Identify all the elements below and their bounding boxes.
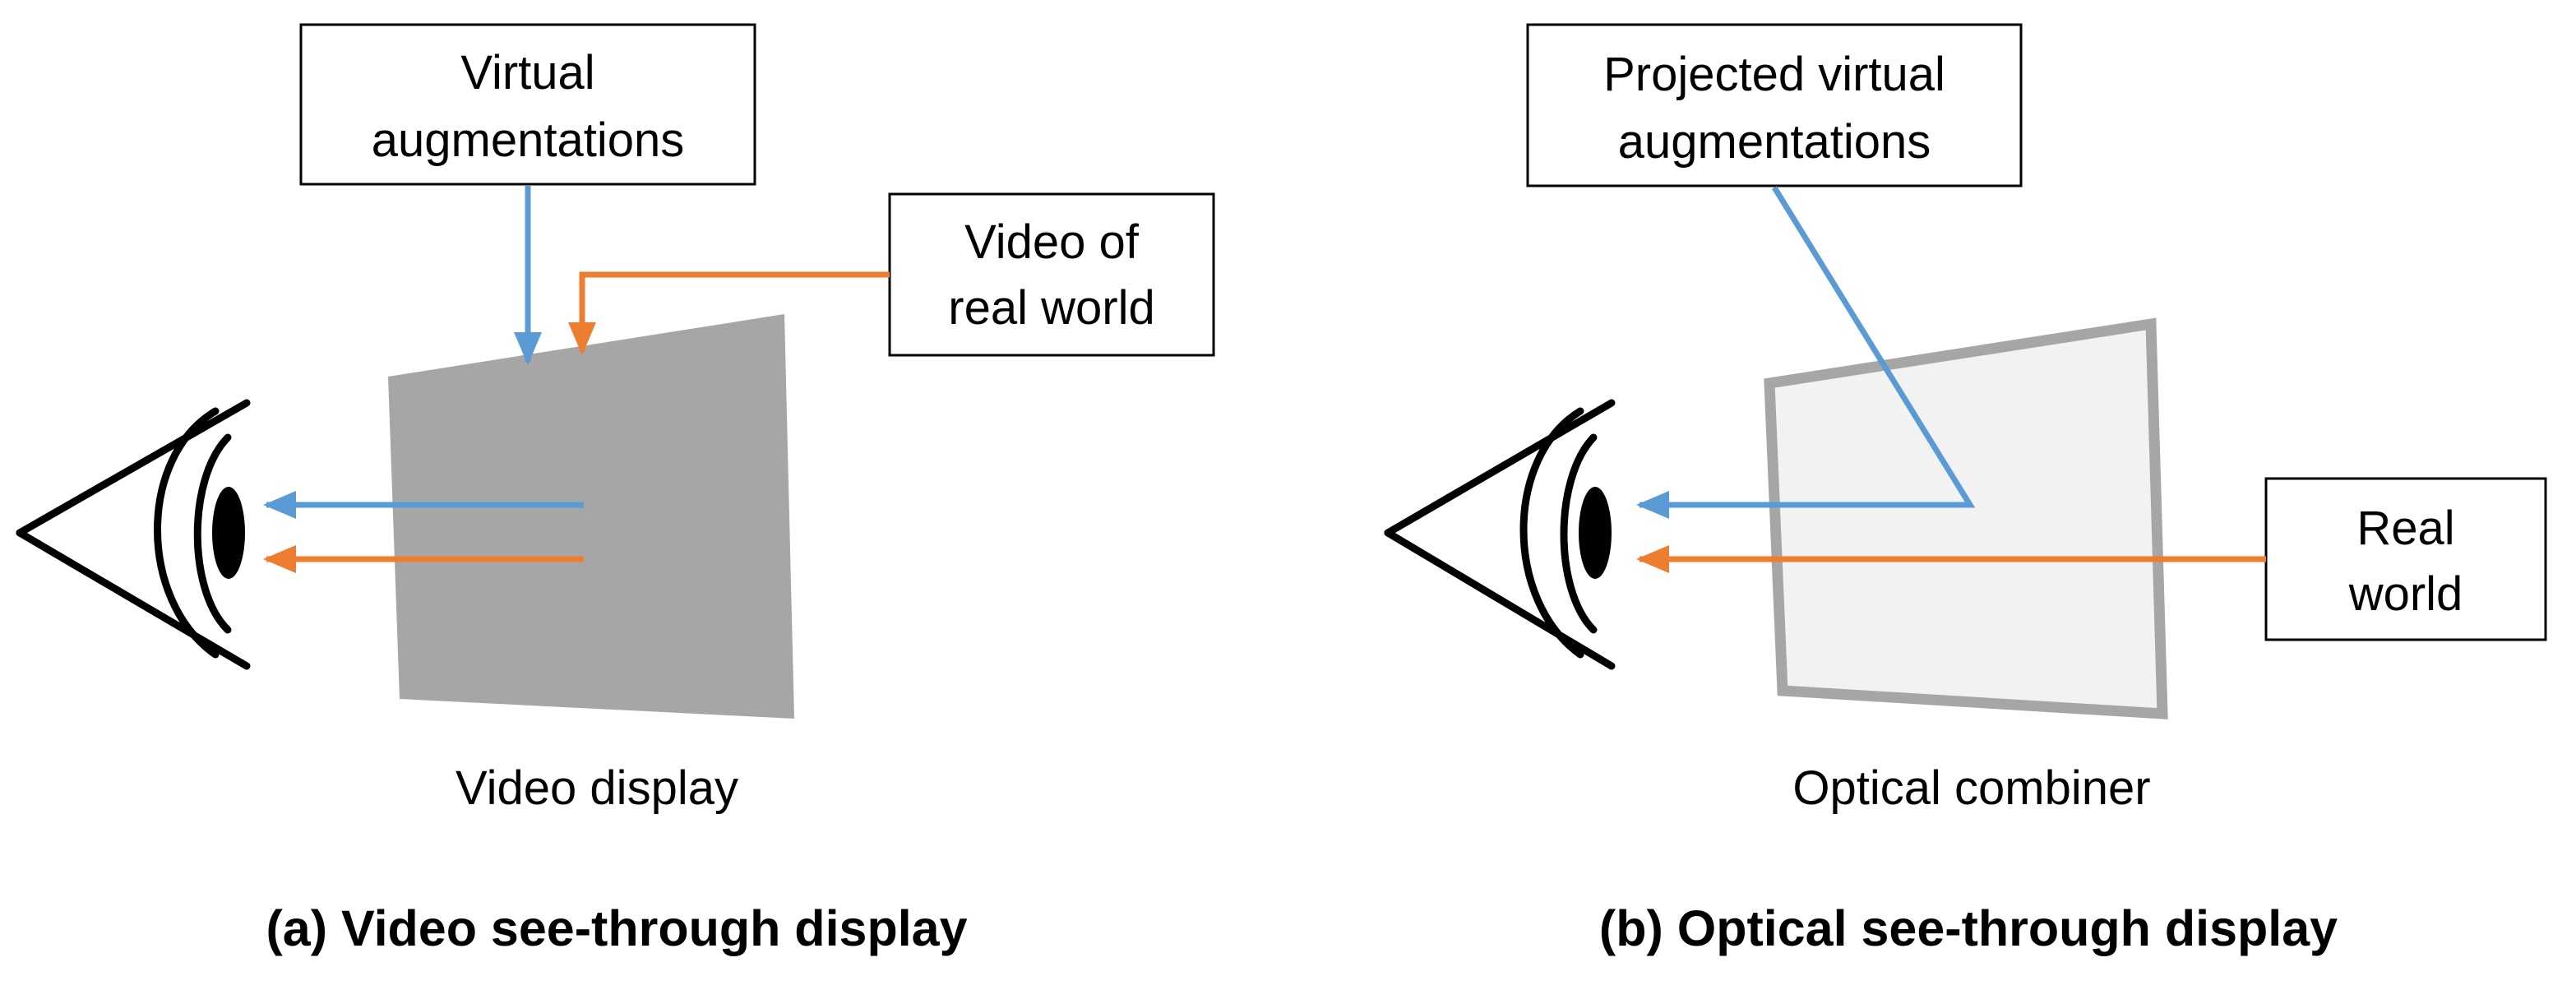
real-world-box: Real world	[2264, 477, 2547, 641]
video-of-real-world-box: Video of real world	[888, 192, 1215, 357]
real-world-line2: world	[2348, 567, 2463, 621]
eye-icon	[16, 399, 251, 670]
projected-virtual-augmentations-box: Projected virtual augmentations	[1526, 23, 2023, 187]
panel-b: Projected virtual augmentations Real wor…	[1384, 23, 2547, 956]
virtual-augmentations-line2: augmentations	[372, 113, 684, 167]
video-display-panel	[388, 314, 794, 719]
real-world-line1: Real	[2356, 502, 2454, 555]
virtual-augmentations-line1: Virtual	[460, 46, 594, 99]
video-of-real-world-line2: real world	[948, 281, 1154, 335]
projected-virtual-arrow	[1636, 186, 1976, 519]
optical-combiner-panel	[1764, 317, 2168, 719]
panel-a: Virtual augmentations Video of real worl…	[16, 23, 1215, 956]
video-display-label: Video display	[456, 761, 738, 815]
caption-a: (a) Video see-through display	[266, 900, 967, 956]
eye-icon	[1384, 399, 1616, 670]
optical-combiner-label: Optical combiner	[1792, 761, 2150, 815]
video-input-arrow	[568, 271, 890, 355]
projected-virtual-augmentations-line2: augmentations	[1618, 115, 1931, 169]
virtual-augmentations-box: Virtual augmentations	[299, 23, 756, 186]
projected-virtual-augmentations-line1: Projected virtual	[1603, 48, 1945, 101]
caption-b: (b) Optical see-through display	[1599, 900, 2338, 956]
video-of-real-world-line1: Video of	[964, 215, 1140, 269]
